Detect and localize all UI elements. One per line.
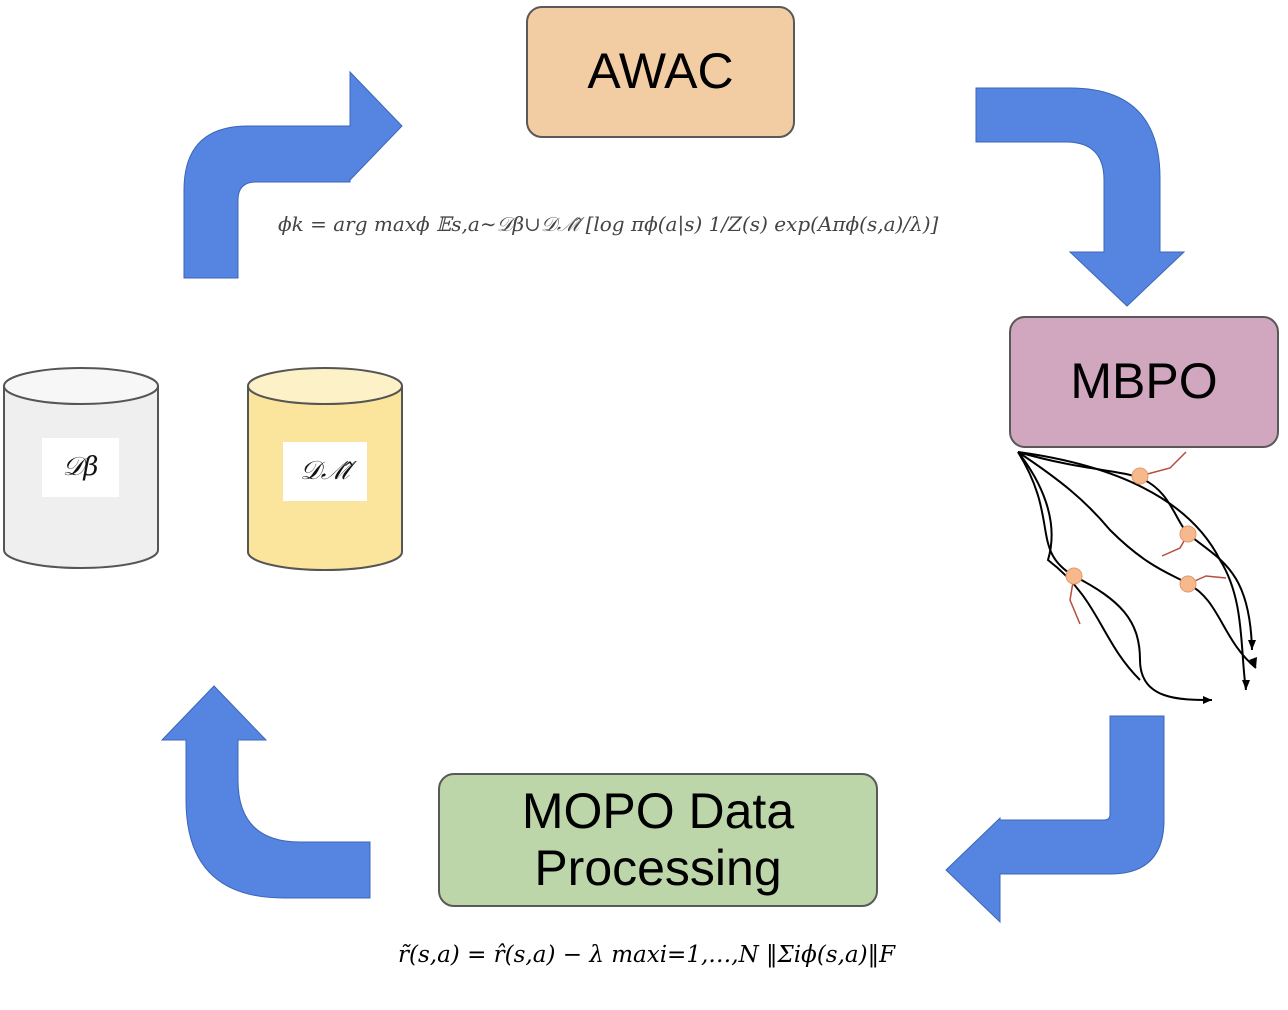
arrow-to-awac (183, 70, 403, 279)
mopo-box: MOPO Data Processing (438, 773, 878, 907)
awac-box: AWAC (526, 6, 795, 138)
trajectory-curve (1017, 451, 1141, 681)
trajectory-curve (1017, 451, 1213, 701)
arrow-to-mopo (945, 715, 1165, 924)
trajectory-points (1065, 467, 1197, 593)
awac-label: AWAC (587, 43, 734, 100)
trajectory-arrowheads (1203, 640, 1257, 704)
arrow-to-mbpo (975, 87, 1186, 307)
trajectory-point (1065, 567, 1083, 585)
arrow-to-datasets (160, 685, 371, 899)
dataset-beta-label: 𝒟β (42, 438, 119, 497)
mopo-label-line2: Processing (534, 840, 782, 896)
trajectory-arrowhead (1249, 657, 1257, 668)
trajectory-arrowhead (1242, 680, 1250, 690)
trajectory-curve (1017, 451, 1247, 691)
trajectory-arrowhead (1203, 696, 1212, 704)
awac-formula: ϕk = arg maxϕ 𝔼s,a∼𝒟β∪𝒟ℳ̂ [log πϕ(a|s) 1… (278, 212, 939, 236)
mopo-reward-formula: r̃(s,a) = r̂(s,a) − λ maxi=1,…,N ‖Σiϕ(s,… (398, 942, 896, 968)
trajectory-curve (1017, 451, 1257, 669)
mbpo-box: MBPO (1009, 316, 1279, 448)
trajectory-illustration (1017, 451, 1257, 701)
mbpo-label: MBPO (1070, 353, 1218, 410)
trajectory-point (1179, 525, 1197, 543)
trajectory-arrowhead (1248, 640, 1256, 650)
trajectory-point (1179, 575, 1197, 593)
mopo-label-line1: MOPO Data (521, 782, 795, 839)
dataset-model-label: 𝒟ℳ̂ (283, 442, 367, 501)
trajectory-vector (1139, 451, 1187, 477)
trajectory-point (1131, 467, 1149, 485)
